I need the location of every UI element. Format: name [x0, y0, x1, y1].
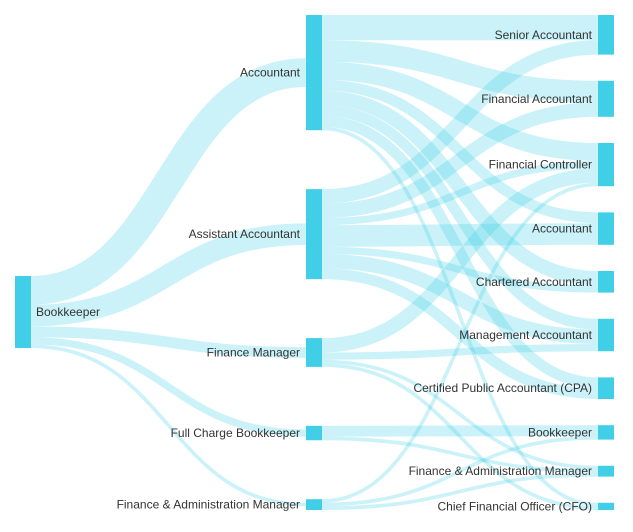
link-fam1-bk2[interactable] [321, 436, 599, 507]
node-label-acc1: Accountant [240, 66, 301, 80]
node-fcb1[interactable] [306, 425, 322, 441]
node-bk0[interactable] [15, 276, 31, 348]
node-label-fm1: Finance Manager [207, 346, 300, 360]
node-asst1[interactable] [306, 189, 322, 280]
node-label-ca2: Chartered Accountant [476, 275, 593, 289]
link-fm1-fc2[interactable] [321, 168, 599, 353]
node-fam2[interactable] [598, 465, 614, 477]
node-label-acc2: Accountant [532, 222, 593, 236]
link-asst1-cpa2[interactable] [321, 268, 599, 399]
node-ma2[interactable] [598, 318, 614, 352]
link-bk0-fm1[interactable] [30, 326, 307, 358]
node-label-fcb1: Full Charge Bookkeeper [171, 426, 300, 440]
node-cfo2[interactable] [598, 502, 614, 510]
link-fm1-ma2[interactable] [321, 344, 599, 360]
node-fm1[interactable] [306, 338, 322, 367]
link-acc1-cpa2[interactable] [321, 115, 599, 389]
link-acc1-fc2[interactable] [321, 61, 599, 161]
node-label-fc2: Financial Controller [489, 158, 592, 172]
link-asst1-fa2[interactable] [321, 102, 599, 218]
link-asst1-sa2[interactable] [321, 40, 599, 204]
node-fa2[interactable] [598, 80, 614, 117]
node-label-fa2: Financial Accountant [481, 92, 592, 106]
link-asst1-ca2[interactable] [321, 246, 599, 293]
link-fcb1-fam2[interactable] [321, 436, 599, 473]
link-fm1-fam2[interactable] [321, 359, 599, 470]
node-label-bk2: Bookkeeper [528, 425, 592, 439]
node-cpa2[interactable] [598, 377, 614, 399]
node-bk2[interactable] [598, 425, 614, 440]
link-asst1-ma2[interactable] [321, 253, 599, 344]
link-fm1-cfo2[interactable] [321, 363, 599, 510]
link-bk0-asst1[interactable] [30, 223, 307, 327]
link-acc1-ma2[interactable] [321, 105, 599, 330]
link-fcb1-bk2[interactable] [321, 425, 599, 437]
link-acc1-fa2[interactable] [321, 40, 599, 103]
link-bk0-fcb1[interactable] [30, 337, 307, 437]
node-label-fam2: Finance & Administration Manager [409, 464, 592, 478]
node-label-fam1: Finance & Administration Manager [117, 498, 300, 512]
link-asst1-acc2[interactable] [321, 223, 599, 247]
links-layer [30, 14, 599, 510]
link-fam1-fam2[interactable] [321, 473, 599, 510]
node-acc1[interactable] [306, 15, 322, 131]
node-ca2[interactable] [598, 271, 614, 293]
node-label-asst1: Assistant Accountant [189, 227, 301, 241]
node-label-cpa2: Certified Public Accountant (CPA) [413, 381, 592, 395]
node-fam1[interactable] [306, 499, 322, 510]
link-asst1-fc2[interactable] [321, 161, 599, 226]
node-label-bk0: Bookkeeper [36, 305, 100, 319]
link-bk0-acc1[interactable] [30, 58, 307, 305]
link-bk0-fam1[interactable] [30, 344, 307, 507]
node-label-ma2: Management Accountant [459, 328, 592, 342]
node-label-sa2: Senior Accountant [495, 28, 593, 42]
link-acc1-acc2[interactable] [321, 79, 599, 224]
node-fc2[interactable] [598, 143, 614, 187]
nodes-layer [15, 15, 614, 510]
node-sa2[interactable] [598, 15, 614, 55]
node-label-cfo2: Chief Financial Officer (CFO) [438, 499, 592, 513]
link-acc1-ca2[interactable] [321, 90, 599, 286]
link-fam1-fc2[interactable] [321, 182, 599, 503]
link-acc1-cfo2[interactable] [321, 126, 599, 507]
node-acc2[interactable] [598, 212, 614, 245]
